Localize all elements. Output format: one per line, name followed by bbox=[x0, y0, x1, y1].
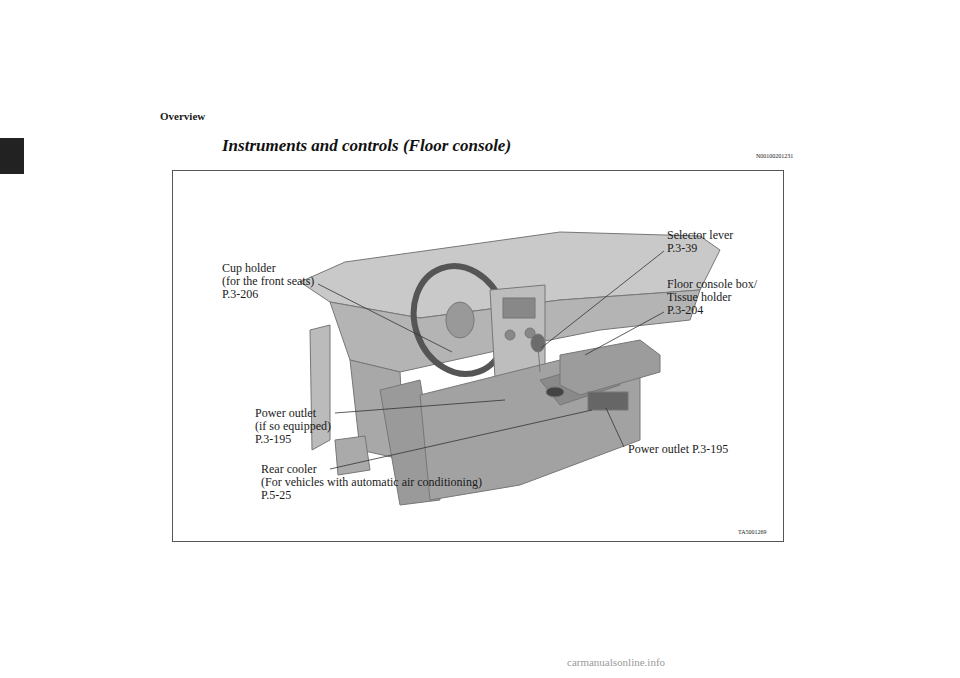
callout-label: (for the front seats) bbox=[222, 275, 314, 288]
callout-label: Rear cooler bbox=[261, 463, 317, 476]
callout-label: Power outlet bbox=[255, 407, 316, 420]
leader-line bbox=[585, 312, 664, 355]
figure-frame bbox=[173, 171, 784, 542]
leader-line bbox=[330, 410, 592, 469]
callout-label: Selector lever bbox=[667, 229, 733, 242]
leader-line bbox=[335, 400, 505, 413]
tab-marker bbox=[0, 138, 24, 174]
section-header: Overview bbox=[160, 110, 205, 122]
callout-label: Power outlet P.3-195 bbox=[628, 443, 728, 456]
leader-line bbox=[606, 408, 624, 447]
dashboard-drawing bbox=[300, 232, 720, 505]
page-ref: P.3-204 bbox=[667, 304, 703, 317]
doc-code: N00100201231 bbox=[756, 153, 793, 160]
callout-label: Tissue holder bbox=[667, 291, 732, 304]
page-ref: P.3-206 bbox=[222, 288, 258, 301]
callout-label: (if so equipped) bbox=[255, 420, 331, 433]
leader-line bbox=[318, 284, 452, 352]
leader-lines bbox=[318, 251, 664, 469]
figure-code: TA5001269 bbox=[738, 529, 767, 536]
page-ref: P.3-39 bbox=[667, 242, 697, 255]
page-title: Instruments and controls (Floor console) bbox=[222, 136, 511, 156]
watermark: carmanualsonline.info bbox=[567, 656, 665, 668]
page-ref: P.3-195 bbox=[255, 433, 291, 446]
callout-label: Cup holder bbox=[222, 262, 276, 275]
callout-label: (For vehicles with automatic air conditi… bbox=[261, 476, 482, 489]
callout-label: Floor console box/ bbox=[667, 278, 757, 291]
leader-line bbox=[541, 251, 664, 348]
page-ref: P.5-25 bbox=[261, 489, 291, 502]
